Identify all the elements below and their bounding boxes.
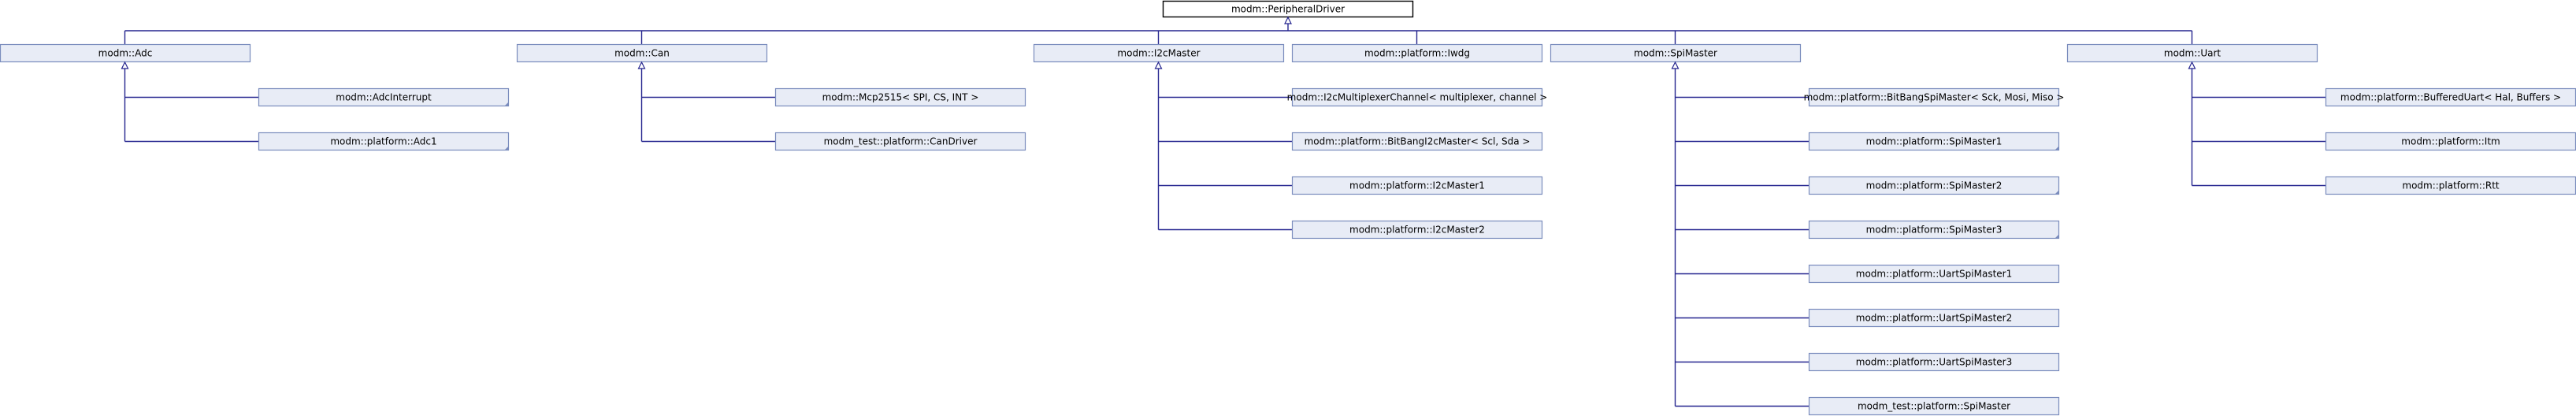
collapsed-subtree-marker-icon [2055,147,2058,150]
class-node-modm-platform-bitbangi2cmaster-scl-sda[interactable]: modm::platform::BitBangI2cMaster< Scl, S… [1291,132,1543,151]
class-node-modm-adc[interactable]: modm::Adc [0,43,251,63]
class-node-modm-platform-buffereduart-hal-buffers-label: modm::platform::BufferedUart< Hal, Buffe… [2340,92,2561,103]
collapsed-subtree-marker-icon [2055,191,2058,194]
class-node-modm-platform-spimaster2-label: modm::platform::SpiMaster2 [1866,180,2003,191]
class-node-modm-platform-spimaster1-box [1808,132,2060,151]
class-node-modm-mcp2515-spi-cs-int[interactable]: modm::Mcp2515< SPI, CS, INT > [774,87,1026,107]
class-node-modm-platform-bitbangspimaster-sck-mosi-miso-box [1808,87,2060,107]
class-node-modm-platform-iwdg[interactable]: modm::platform::Iwdg [1291,43,1543,63]
inheritance-edges [124,24,2326,407]
collapsed-subtree-marker-icon [505,147,508,150]
class-node-modm-platform-uartspimaster2[interactable]: modm::platform::UartSpiMaster2 [1808,308,2060,328]
class-node-modm-platform-itm[interactable]: modm::platform::Itm [2325,132,2576,151]
class-node-modm-i2cmultiplexerchannel-multiplexer-channel-box [1291,87,1543,107]
class-node-modm-i2cmultiplexerchannel-multiplexer-channel-label: modm::I2cMultiplexerChannel< multiplexer… [1287,92,1548,103]
class-node-modm-platform-i2cmaster2-box [1291,220,1543,240]
class-node-modm-platform-uartspimaster2-label: modm::platform::UartSpiMaster2 [1856,313,2012,324]
class-node-modm-platform-uartspimaster1[interactable]: modm::platform::UartSpiMaster1 [1808,264,2060,284]
class-node-modm-test-platform-candriver-label: modm_test::platform::CanDriver [824,136,978,147]
class-node-modm-i2cmaster-box [1033,43,1285,63]
inheritance-arrow-icon [1154,61,1163,69]
class-node-modm-uart-label: modm::Uart [2164,48,2221,59]
class-node-modm-test-platform-candriver[interactable]: modm_test::platform::CanDriver [774,132,1026,151]
class-node-modm-mcp2515-spi-cs-int-label: modm::Mcp2515< SPI, CS, INT > [822,92,979,103]
class-node-modm-platform-iwdg-label: modm::platform::Iwdg [1364,48,1470,59]
class-node-modm-platform-buffereduart-hal-buffers[interactable]: modm::platform::BufferedUart< Hal, Buffe… [2325,87,2576,107]
class-node-modm-platform-uartspimaster1-label: modm::platform::UartSpiMaster1 [1856,269,2012,280]
class-node-modm-platform-uartspimaster3-box [1808,352,2060,372]
class-node-modm-platform-uartspimaster1-box [1808,264,2060,284]
class-node-modm-platform-spimaster3-label: modm::platform::SpiMaster3 [1866,225,2003,236]
class-node-modm-spimaster-box [1550,43,1802,63]
class-node-modm-platform-spimaster2[interactable]: modm::platform::SpiMaster2 [1808,176,2060,195]
class-node-modm-platform-uartspimaster3[interactable]: modm::platform::UartSpiMaster3 [1808,352,2060,372]
class-node-modm-platform-uartspimaster2-box [1808,308,2060,328]
class-node-modm-test-platform-candriver-box [774,132,1026,151]
class-node-modm-platform-adc1-box [258,132,510,151]
class-node-modm-platform-adc1[interactable]: modm::platform::Adc1 [258,132,510,151]
class-node-modm-test-platform-spimaster-box [1808,396,2060,416]
class-node-modm-can-box [516,43,768,63]
class-node-modm-platform-bitbangi2cmaster-scl-sda-box [1291,132,1543,151]
class-node-modm-platform-bitbangi2cmaster-scl-sda-label: modm::platform::BitBangI2cMaster< Scl, S… [1305,136,1531,147]
inheritance-arrow-icon [1671,61,1680,69]
class-node-modm-i2cmaster-label: modm::I2cMaster [1117,48,1200,59]
class-node-modm-platform-itm-label: modm::platform::Itm [2401,136,2500,147]
class-node-modm-platform-spimaster1-label: modm::platform::SpiMaster1 [1866,136,2003,147]
class-node-modm-adc-box [0,43,251,63]
inheritance-arrow-icon [121,61,129,69]
class-node-modm-adc-label: modm::Adc [98,48,153,59]
class-node-modm-platform-spimaster1[interactable]: modm::platform::SpiMaster1 [1808,132,2060,151]
root-class-node-label: modm::PeripheralDriver [1231,4,1345,15]
class-node-modm-platform-i2cmaster2-label: modm::platform::I2cMaster2 [1349,225,1485,236]
class-node-modm-spimaster[interactable]: modm::SpiMaster [1550,43,1802,63]
class-node-modm-platform-i2cmaster1-box [1291,176,1543,195]
class-node-modm-can-label: modm::Can [614,48,670,59]
class-node-modm-platform-spimaster3[interactable]: modm::platform::SpiMaster3 [1808,220,2060,240]
class-node-modm-platform-spimaster2-box [1808,176,2060,195]
class-node-modm-spimaster-label: modm::SpiMaster [1634,48,1717,59]
class-node-modm-adcinterrupt-label: modm::AdcInterrupt [336,92,432,103]
class-node-modm-uart-box [2066,43,2318,63]
class-node-modm-platform-adc1-label: modm::platform::Adc1 [330,136,436,147]
inheritance-arrow-icon [637,61,646,69]
class-node-modm-mcp2515-spi-cs-int-box [774,87,1026,107]
class-node-modm-platform-bitbangspimaster-sck-mosi-miso-label: modm::platform::BitBangSpiMaster< Sck, M… [1804,92,2065,103]
class-node-modm-platform-spimaster3-box [1808,220,2060,240]
collapsed-subtree-marker-icon [505,102,508,106]
class-node-modm-platform-i2cmaster1-label: modm::platform::I2cMaster1 [1349,180,1485,191]
collapsed-subtree-marker-icon [2055,235,2058,238]
class-node-modm-can[interactable]: modm::Can [516,43,768,63]
class-node-modm-platform-rtt-label: modm::platform::Rtt [2402,180,2500,191]
class-node-modm-uart[interactable]: modm::Uart [2066,43,2318,63]
class-node-modm-platform-iwdg-box [1291,43,1543,63]
class-node-modm-test-platform-spimaster[interactable]: modm_test::platform::SpiMaster [1808,396,2060,416]
class-node-modm-i2cmaster[interactable]: modm::I2cMaster [1033,43,1285,63]
class-node-modm-i2cmultiplexerchannel-multiplexer-channel[interactable]: modm::I2cMultiplexerChannel< multiplexer… [1287,87,1548,107]
class-node-modm-adcinterrupt-box [258,87,510,107]
class-node-modm-platform-i2cmaster1[interactable]: modm::platform::I2cMaster1 [1291,176,1543,195]
class-node-modm-platform-bitbangspimaster-sck-mosi-miso[interactable]: modm::platform::BitBangSpiMaster< Sck, M… [1804,87,2065,107]
class-node-modm-platform-rtt[interactable]: modm::platform::Rtt [2325,176,2576,195]
root-class-node[interactable]: modm::PeripheralDriver [1162,0,1414,18]
class-node-modm-test-platform-spimaster-label: modm_test::platform::SpiMaster [1858,401,2010,412]
root-arrow-icon [1284,16,1292,24]
class-node-modm-platform-i2cmaster2[interactable]: modm::platform::I2cMaster2 [1291,220,1543,240]
class-node-modm-platform-uartspimaster3-label: modm::platform::UartSpiMaster3 [1856,357,2012,368]
class-node-modm-adcinterrupt[interactable]: modm::AdcInterrupt [258,87,510,107]
inheritance-arrow-icon [2188,61,2196,69]
